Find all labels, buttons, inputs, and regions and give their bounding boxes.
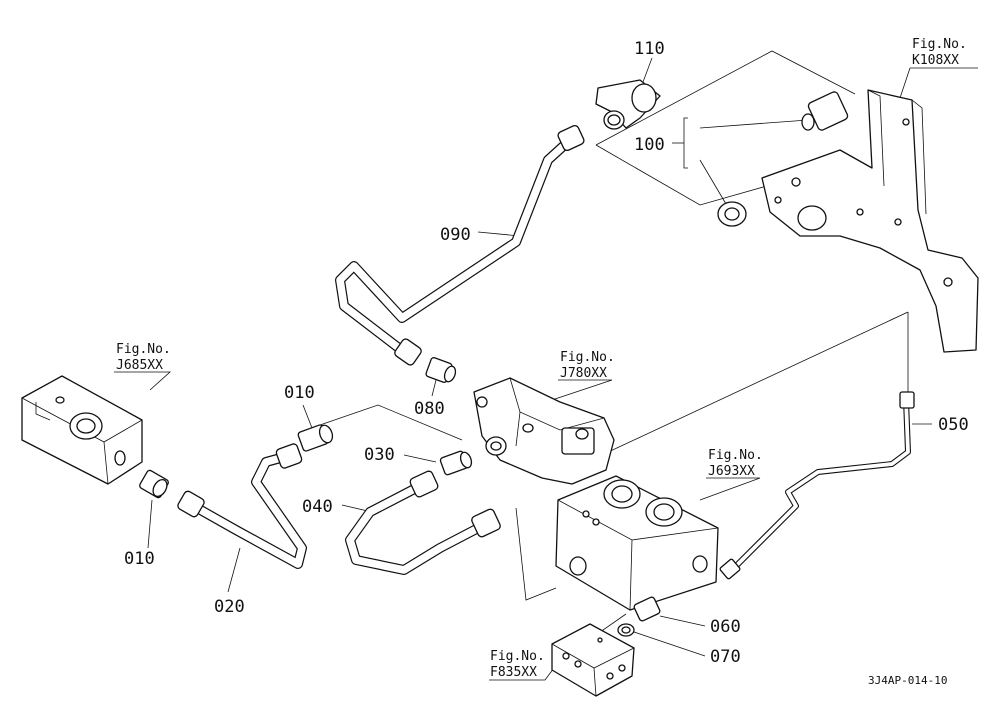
drawing-reference: 3J4AP-014-10 [868,674,947,687]
fig-code-k108: K108XX [912,53,959,68]
fig-label-j693: Fig.No. [708,448,763,463]
fig-code-j685: J685XX [116,358,163,373]
fig-code-f835: F835XX [490,665,537,680]
part-label-080: 080 [414,399,445,419]
fitting-060 [633,596,661,622]
pipe-040 [345,470,501,575]
block-f835 [551,623,635,697]
coupler-100 [717,91,849,227]
part-label-030: 030 [364,445,395,465]
pipe-050 [719,391,915,580]
block-j693 [555,475,719,611]
leader-lines [114,50,978,681]
part-label-100: 100 [634,135,665,155]
part-label-010-lower: 010 [124,549,155,569]
part-label-010-upper: 010 [284,383,315,403]
part-label-020: 020 [214,597,245,617]
fitting-030 [439,450,473,476]
washer-070 [617,623,635,637]
valve-j780 [473,377,615,485]
part-label-060: 060 [710,617,741,637]
fig-code-j693: J693XX [708,464,755,479]
fig-label-j780: Fig.No. [560,350,615,365]
fig-label-j685: Fig.No. [116,342,171,357]
fig-label-k108: Fig.No. [912,37,967,52]
fitting-080 [425,357,457,383]
fitting-010-lower [139,469,169,499]
fitting-010-upper [297,424,334,452]
part-label-070: 070 [710,647,741,667]
part-label-090: 090 [440,225,471,245]
part-label-110: 110 [634,39,665,59]
part-label-040: 040 [302,497,333,517]
pipe-020 [177,443,307,569]
pipe-090 [335,124,585,366]
block-j685 [21,375,143,485]
part-label-050: 050 [938,415,969,435]
fig-label-f835: Fig.No. [490,649,545,664]
fig-code-j780: J780XX [560,366,607,381]
clamp-110 [595,79,661,130]
bracket-k108 [761,89,979,353]
